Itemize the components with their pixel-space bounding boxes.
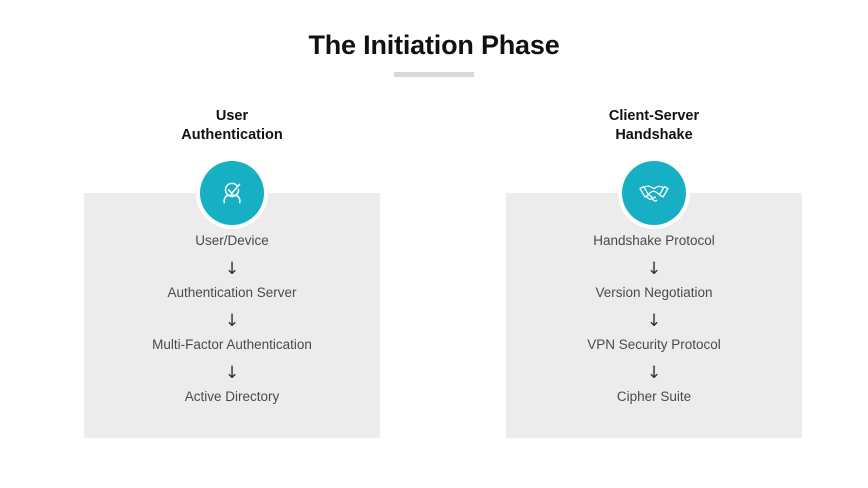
flow-arrow-down-icon: ↓ [646, 259, 662, 279]
flow-item: Version Negotiation [595, 285, 713, 300]
column-user-authentication: User Authentication User/Device ↓ Authen… [84, 0, 380, 488]
flow-client-server-handshake: Handshake Protocol ↓ Version Negotiation… [506, 232, 802, 410]
column-header-user-authentication: User Authentication [84, 107, 380, 145]
flow-arrow-down-icon: ↓ [224, 311, 240, 331]
flow-item: Handshake Protocol [593, 233, 715, 248]
handshake-icon [637, 176, 671, 210]
flow-arrow-down-icon: ↓ [646, 363, 662, 383]
flow-user-authentication: User/Device ↓ Authentication Server ↓ Mu… [84, 232, 380, 410]
column-header-client-server-handshake: Client-Server Handshake [506, 107, 802, 145]
title-underline-rule [394, 72, 474, 77]
title-block: The Initiation Phase [0, 28, 868, 77]
flow-arrow-down-icon: ↓ [224, 259, 240, 279]
flow-item: Multi-Factor Authentication [152, 337, 312, 352]
badge-user-authentication [200, 161, 264, 225]
flow-arrow-down-icon: ↓ [224, 363, 240, 383]
flow-item: Active Directory [184, 389, 280, 404]
panel-client-server-handshake [506, 193, 802, 438]
flow-arrow-down-icon: ↓ [646, 311, 662, 331]
panel-user-authentication [84, 193, 380, 438]
flow-item: Cipher Suite [616, 389, 692, 404]
column-header-line2: Handshake [615, 127, 693, 143]
column-header-line1: Client-Server [608, 108, 700, 124]
column-header-line2: Authentication [181, 127, 283, 143]
column-header-line1: User [215, 108, 249, 124]
badge-client-server-handshake [622, 161, 686, 225]
flow-item: VPN Security Protocol [587, 337, 721, 352]
flow-item: Authentication Server [167, 285, 297, 300]
column-client-server-handshake: Client-Server Handshake [506, 0, 802, 488]
user-check-icon [215, 176, 249, 210]
page-title: The Initiation Phase [308, 30, 560, 60]
flow-item: User/Device [195, 233, 269, 248]
